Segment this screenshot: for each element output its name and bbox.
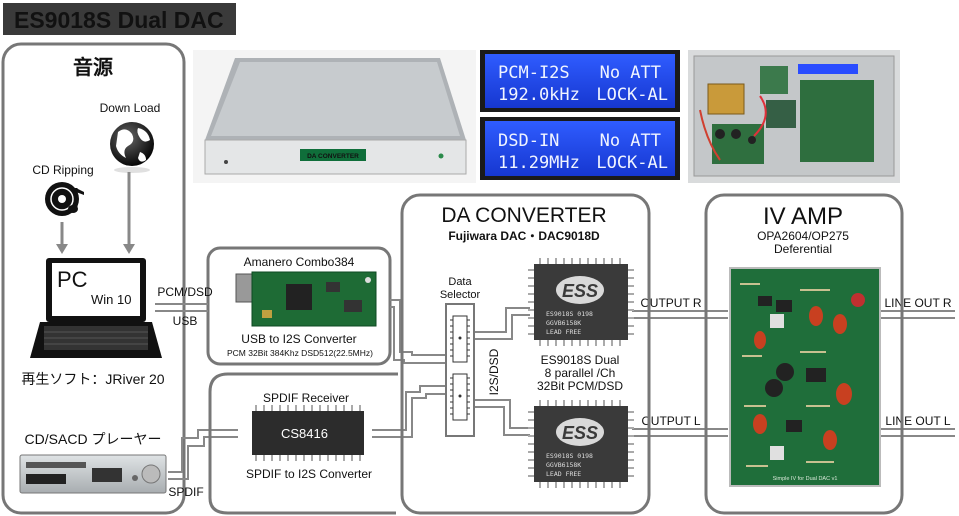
laptop-icon: PC Win 10 [30, 258, 162, 358]
lcd-display-pcm: PCM-I2S No ATT 192.0kHz LOCK-AL [480, 50, 680, 112]
spdif-receiver-box: SPDIF Receiver CS8416 SPDIF to I2 [208, 372, 398, 515]
spdif-link-label: SPDIF [168, 485, 203, 499]
source-heading: 音源 [73, 55, 113, 79]
cs8416-chip: CS8416 [252, 405, 364, 461]
chip-desc-line1: ES9018S Dual [541, 353, 620, 367]
i2s-dsd-label: I2S/DSD [487, 348, 501, 395]
amanero-title: Amanero Combo384 [244, 255, 355, 269]
lcd-pcm-line2-left: 192.0kHz [498, 85, 580, 105]
amanero-box: Amanero Combo384 USB to I2S Converter PC… [206, 246, 392, 366]
lcd-display-dsd: DSD-IN No ATT 11.29MHz LOCK-AL [480, 117, 680, 180]
ess-marking-bottom-1: ES9018S 0198 [546, 452, 593, 460]
os-label: Win 10 [91, 292, 131, 307]
iv-amp-subtitle-2: Deferential [774, 242, 832, 256]
cd-player-icon [19, 454, 167, 494]
amanero-spec: PCM 32Bit 384Khz DSD512(22.5MHz) [227, 348, 373, 358]
spdif-receiver-caption: SPDIF to I2S Converter [246, 467, 372, 481]
iv-amp-board-image: Simple IV for Dual DAC v1 [729, 267, 881, 487]
iv-amp-title: IV AMP [763, 203, 843, 230]
amanero-caption: USB to I2S Converter [241, 332, 356, 346]
data-selector-block [445, 303, 475, 437]
globe-icon [110, 122, 154, 173]
lcd-dsd-line1-left: DSD-IN [498, 131, 559, 151]
download-label: Down Load [100, 101, 161, 115]
ess-chip-top: ESS ES9018S 0198 GGVB6158K LEAD FREE [528, 258, 634, 346]
output-l-label: OUTPUT L [641, 414, 700, 428]
lcd-dsd-line2-right: LOCK-AL [596, 153, 668, 173]
chassis-photo: DA CONVERTER [193, 50, 476, 183]
lcd-dsd-line2-left: 11.29MHz [498, 153, 580, 173]
title-banner: ES9018S Dual DAC [3, 3, 236, 35]
ess-logo-bottom: ESS [562, 423, 598, 443]
ess-chip-bottom: ESS ES9018S 0198 GGVB6158K LEAD FREE [528, 400, 634, 488]
software-label: 再生ソフト：JRiver 20 [21, 371, 164, 387]
iv-board-label: Simple IV for Dual DAC v1 [773, 476, 838, 482]
pc-label: PC [57, 267, 88, 292]
spdif-receiver-title: SPDIF Receiver [263, 391, 349, 405]
cs8416-chip-label: CS8416 [281, 426, 328, 441]
ess-marking-bottom-2: GGVB6158K [546, 461, 581, 469]
lcd-pcm-line1-right: No ATT [600, 63, 661, 83]
lcd-dsd-line1-right: No ATT [600, 131, 661, 151]
ess-marking-bottom-3: LEAD FREE [546, 470, 581, 478]
chassis-badge: DA CONVERTER [307, 153, 359, 160]
cd-music-icon [45, 182, 84, 216]
diagram-title: ES9018S Dual DAC [14, 7, 224, 33]
line-out-l-label: LINE OUT L [885, 414, 950, 428]
selector-label-line1: Data [448, 276, 472, 288]
line-out-r-label: LINE OUT R [884, 296, 951, 310]
cd-ripping-label: CD Ripping [32, 163, 93, 177]
internal-photo [688, 50, 900, 183]
iv-amp-subtitle-1: OPA2604/OP275 [757, 229, 849, 243]
da-converter-title: DA CONVERTER [441, 204, 606, 227]
da-converter-panel: DA CONVERTER Fujiwara DAC・DAC9018D Data … [400, 193, 651, 515]
lcd-pcm-line1-left: PCM-I2S [498, 63, 570, 83]
chip-desc-line3: 32Bit PCM/DSD [537, 379, 623, 393]
amanero-board-image [235, 271, 377, 327]
usb-link-label: USB [173, 314, 198, 328]
ess-marking-top-2: GGVB6158K [546, 319, 581, 327]
output-r-label: OUTPUT R [640, 296, 701, 310]
da-converter-subtitle: Fujiwara DAC・DAC9018D [448, 229, 600, 243]
chip-desc-line2: 8 parallel /Ch [545, 366, 616, 380]
ess-marking-top-3: LEAD FREE [546, 328, 581, 336]
pcm-dsd-link-label: PCM/DSD [157, 285, 213, 299]
ess-logo-top: ESS [562, 281, 598, 301]
arrow-down-download [123, 172, 135, 254]
arrow-down-cd [56, 222, 68, 254]
iv-amp-panel: IV AMP OPA2604/OP275 Deferential [704, 193, 904, 515]
lcd-pcm-line2-right: LOCK-AL [596, 85, 668, 105]
selector-label-line2: Selector [440, 289, 481, 301]
ess-marking-top-1: ES9018S 0198 [546, 310, 593, 318]
player-label: CD/SACD プレーヤー [25, 431, 162, 447]
source-panel: 音源 Down Load CD Ripping [1, 42, 186, 515]
